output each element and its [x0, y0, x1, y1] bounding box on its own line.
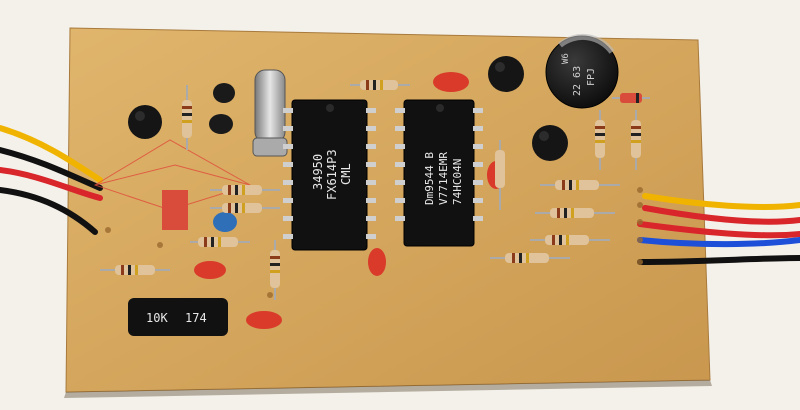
wire-black-left-1 [0, 147, 103, 191]
pcb-board-shadow [64, 380, 712, 398]
ic-cml-fx614 [283, 99, 376, 251]
ic2-label-line3: Dm9544 B [423, 152, 436, 205]
resistor-vertical-1 [595, 110, 605, 170]
resistor-7 [535, 208, 615, 218]
blue-ceramic-capacitor [213, 212, 237, 232]
sip-resistor-network [128, 298, 228, 336]
capacitor-label-value: 22 63 [572, 65, 583, 96]
wire-blue-right [637, 237, 800, 248]
left-wire-bundle [0, 125, 103, 235]
transistor-right [532, 125, 568, 161]
resistor-vertical-5 [182, 85, 192, 150]
capacitor-label-brand: FPJ [586, 67, 597, 86]
resistor-9 [490, 253, 570, 263]
wire-yellow-right [642, 193, 800, 210]
wire-red-right-1 [642, 205, 800, 225]
transistor-left [128, 105, 162, 139]
solder-pads [105, 187, 643, 298]
ic1-label-line2: FX614P3 [325, 149, 339, 200]
wire-black-left-2 [0, 187, 98, 235]
ic1-label-line3: 34950 [311, 153, 325, 190]
resistor-4 [190, 237, 250, 247]
sip-label-code: 174 [185, 311, 207, 325]
resistor-2 [210, 185, 280, 195]
resistor-6 [540, 180, 620, 190]
sip-label-value: 10K [146, 311, 168, 325]
wire-yellow-left [0, 125, 103, 183]
ic2-label-line1: 74HC04N [451, 158, 464, 205]
resistor-1 [350, 80, 410, 90]
resistor-5 [100, 265, 170, 275]
transistor-top-right [488, 56, 524, 92]
wire-black-right [637, 255, 800, 265]
wire-red-right-2 [637, 221, 800, 239]
red-header-block [162, 190, 188, 230]
wire-red-left [0, 167, 103, 201]
resistor-3 [210, 203, 280, 213]
ic1-label-line1: CML [339, 163, 353, 185]
resistor-8 [530, 235, 610, 245]
led-pair [209, 83, 235, 134]
electrolytic-capacitor [545, 33, 619, 109]
diode [612, 93, 650, 103]
resistor-vertical-4 [495, 140, 505, 210]
resistor-vertical-2 [631, 110, 641, 170]
ic-74hc04n [395, 99, 483, 247]
resistor-vertical-3 [270, 240, 280, 300]
resistors [100, 80, 641, 300]
capacitor-label-mark: W6 [561, 53, 571, 64]
right-wire-bundle [637, 193, 800, 265]
red-small-capacitors [194, 72, 505, 329]
crystal-oscillator [252, 69, 288, 157]
ic2-label-line2: V7714EMR [437, 152, 450, 205]
